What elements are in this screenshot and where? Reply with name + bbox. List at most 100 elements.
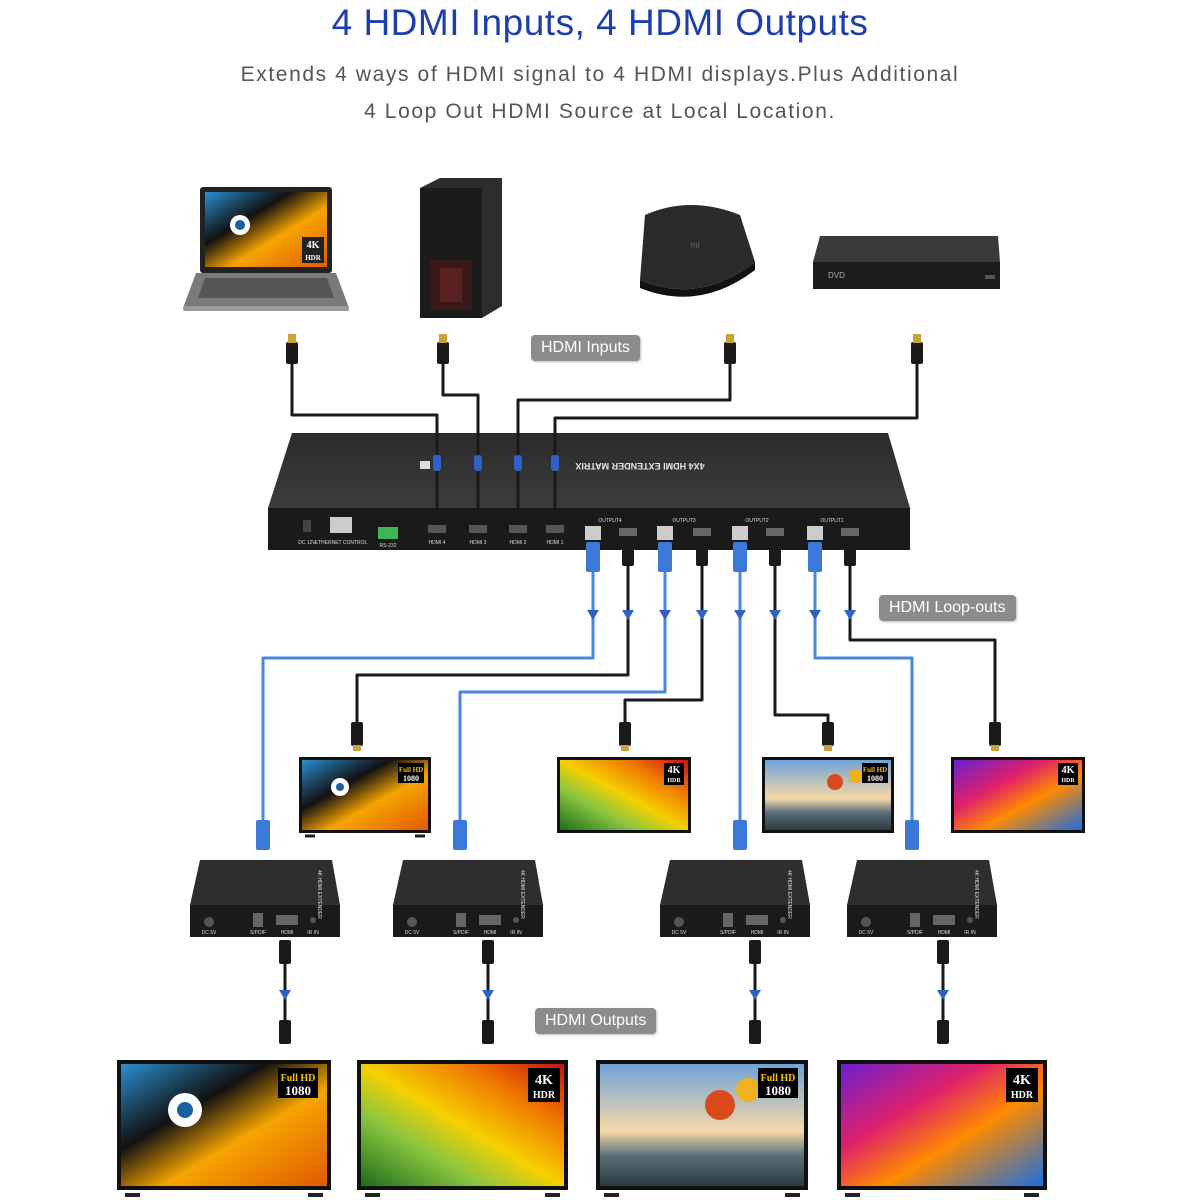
rj45-plug-icon (256, 820, 270, 850)
power-jack-icon (303, 520, 311, 532)
subtitle-line-1: Extends 4 ways of HDMI signal to 4 HDMI … (240, 63, 960, 86)
port-label: IR IN (777, 930, 789, 936)
page-title: 4 HDMI Inputs, 4 HDMI Outputs (331, 2, 869, 43)
port-label: HDMI (938, 930, 951, 936)
badge-1080: 1080 (285, 1083, 311, 1098)
desktop-tower (420, 178, 502, 318)
hdmi-plug-icon (351, 722, 363, 746)
hdmi-plug-icon (619, 722, 631, 746)
badge-4k: 4K (535, 1073, 553, 1088)
hdmi-plug-icon (911, 342, 923, 364)
hdmi-extender-receiver: DC 5V S/PDIF HDMI IR IN 4K HDMI EXTENDER (190, 860, 340, 937)
subtitle-line-2: 4 Loop Out HDMI Source at Local Location… (364, 100, 836, 123)
badge-4k: 4K (307, 240, 320, 251)
remote-tv-2: 4K HDR (357, 1060, 568, 1197)
receiver-model-label: 4K HDMI EXTENDER (316, 870, 322, 919)
badge-hdr: HDR (1011, 1090, 1034, 1101)
hdmi-plug-icon (482, 940, 494, 964)
catx-cables (256, 542, 919, 850)
hdmi-plug-icon (724, 342, 736, 364)
port-label: HDMI (751, 930, 764, 936)
port-label: DC 5V (859, 930, 874, 936)
port-label: HDMI (281, 930, 294, 936)
hdmi-plug-icon (937, 1020, 949, 1044)
hdmi-plug-icon (937, 940, 949, 964)
local-tv-4: 4K HDR (951, 757, 1085, 833)
hdmi-loopouts-label: HDMI Loop-outs (879, 595, 1016, 621)
port-label: IR IN (307, 930, 319, 936)
port-label: S/PDIF (907, 930, 923, 936)
input-port-label: HDMI 2 (510, 540, 527, 546)
hdmi-inputs-label: HDMI Inputs (531, 335, 640, 361)
badge-full-hd: Full HD (399, 766, 423, 774)
output-port-label: OUTPUT2 (745, 518, 769, 524)
matrix-model-label: 4X4 HDMI EXTENDER MATRIX (575, 461, 704, 471)
badge-full-hd: Full HD (761, 1073, 796, 1084)
port-label: S/PDIF (250, 930, 266, 936)
remote-tv-1: Full HD 1080 (117, 1060, 331, 1197)
port-label: HDMI (484, 930, 497, 936)
input-port-label: HDMI 3 (470, 540, 487, 546)
mi-logo: mi (690, 240, 700, 250)
hdmi-extender-receiver: DC 5V S/PDIF HDMI IR IN 4K HDMI EXTENDER (660, 860, 810, 937)
port-label: DC 5V (202, 930, 217, 936)
badge-hdr: HDR (305, 254, 322, 262)
laptop: 4K HDR (183, 187, 349, 311)
badge-4k: 4K (1062, 765, 1075, 776)
power-label: DC 12V (298, 540, 316, 546)
hdmi-plug-icon (279, 940, 291, 964)
mi-box: mi (640, 205, 755, 297)
input-port-label: HDMI 1 (547, 540, 564, 546)
input-port-label: HDMI 4 (429, 540, 446, 546)
rj45-plug-icon (733, 820, 747, 850)
hdmi-plug-icon (482, 1020, 494, 1044)
receiver-model-label: 4K HDMI EXTENDER (786, 870, 792, 919)
input-cables (286, 334, 923, 518)
hdmi-plug-icon (989, 722, 1001, 746)
hdmi-plug-icon (437, 342, 449, 364)
output-port-label: OUTPUT4 (598, 518, 622, 524)
hdmi-plug-icon (749, 940, 761, 964)
rj45-plug-icon (905, 820, 919, 850)
hdmi-extender-receiver: DC 5V S/PDIF HDMI IR IN 4K HDMI EXTENDER (847, 860, 997, 937)
receivers: DC 5V S/PDIF HDMI IR IN 4K HDMI EXTENDER… (190, 860, 997, 937)
local-tv-1: Full HD 1080 (299, 757, 431, 838)
badge-hdr: HDR (667, 778, 681, 784)
receiver-model-label: 4K HDMI EXTENDER (973, 870, 979, 919)
hdmi-matrix-switch: 4X4 HDMI EXTENDER MATRIX DC 12V ETHERNET… (268, 433, 910, 550)
port-label: DC 5V (405, 930, 420, 936)
hdmi-outputs-label: HDMI Outputs (535, 1008, 657, 1034)
dvd-label: DVD (828, 271, 845, 280)
rs232-terminal-icon (378, 527, 398, 539)
ethernet-port-icon (330, 517, 352, 533)
port-label: IR IN (964, 930, 976, 936)
rs232-label: RS-232 (380, 543, 397, 549)
rj45-plug-icon (453, 820, 467, 850)
local-tv-3: Full HD 1080 (762, 757, 894, 833)
output-port-label: OUTPUT1 (820, 518, 844, 524)
hdmi-plug-icon (749, 1020, 761, 1044)
ethernet-label: ETHERNET CONTROL (315, 540, 368, 546)
hdmi-plug-icon (279, 1020, 291, 1044)
port-label: S/PDIF (720, 930, 736, 936)
badge-1080: 1080 (867, 774, 883, 783)
loopout-cables (351, 542, 1001, 751)
badge-1080: 1080 (403, 774, 419, 783)
local-tv-2: 4K HDR (557, 757, 691, 833)
badge-full-hd: Full HD (281, 1073, 316, 1084)
dvd-player: DVD (813, 236, 1000, 289)
badge-1080: 1080 (765, 1083, 791, 1098)
output-port-label: OUTPUT3 (672, 518, 696, 524)
hdmi-plug-icon (286, 342, 298, 364)
remote-tv-3: Full HD 1080 (596, 1060, 808, 1197)
remote-tv-4: 4K HDR (837, 1060, 1047, 1197)
badge-full-hd: Full HD (863, 766, 887, 774)
port-label: DC 5V (672, 930, 687, 936)
output-hdmi-cables (279, 940, 949, 1044)
port-label: S/PDIF (453, 930, 469, 936)
arrow-down-icons (279, 990, 949, 1000)
badge-4k: 4K (668, 765, 681, 776)
hdmi-plug-icon (822, 722, 834, 746)
receiver-model-label: 4K HDMI EXTENDER (519, 870, 525, 919)
